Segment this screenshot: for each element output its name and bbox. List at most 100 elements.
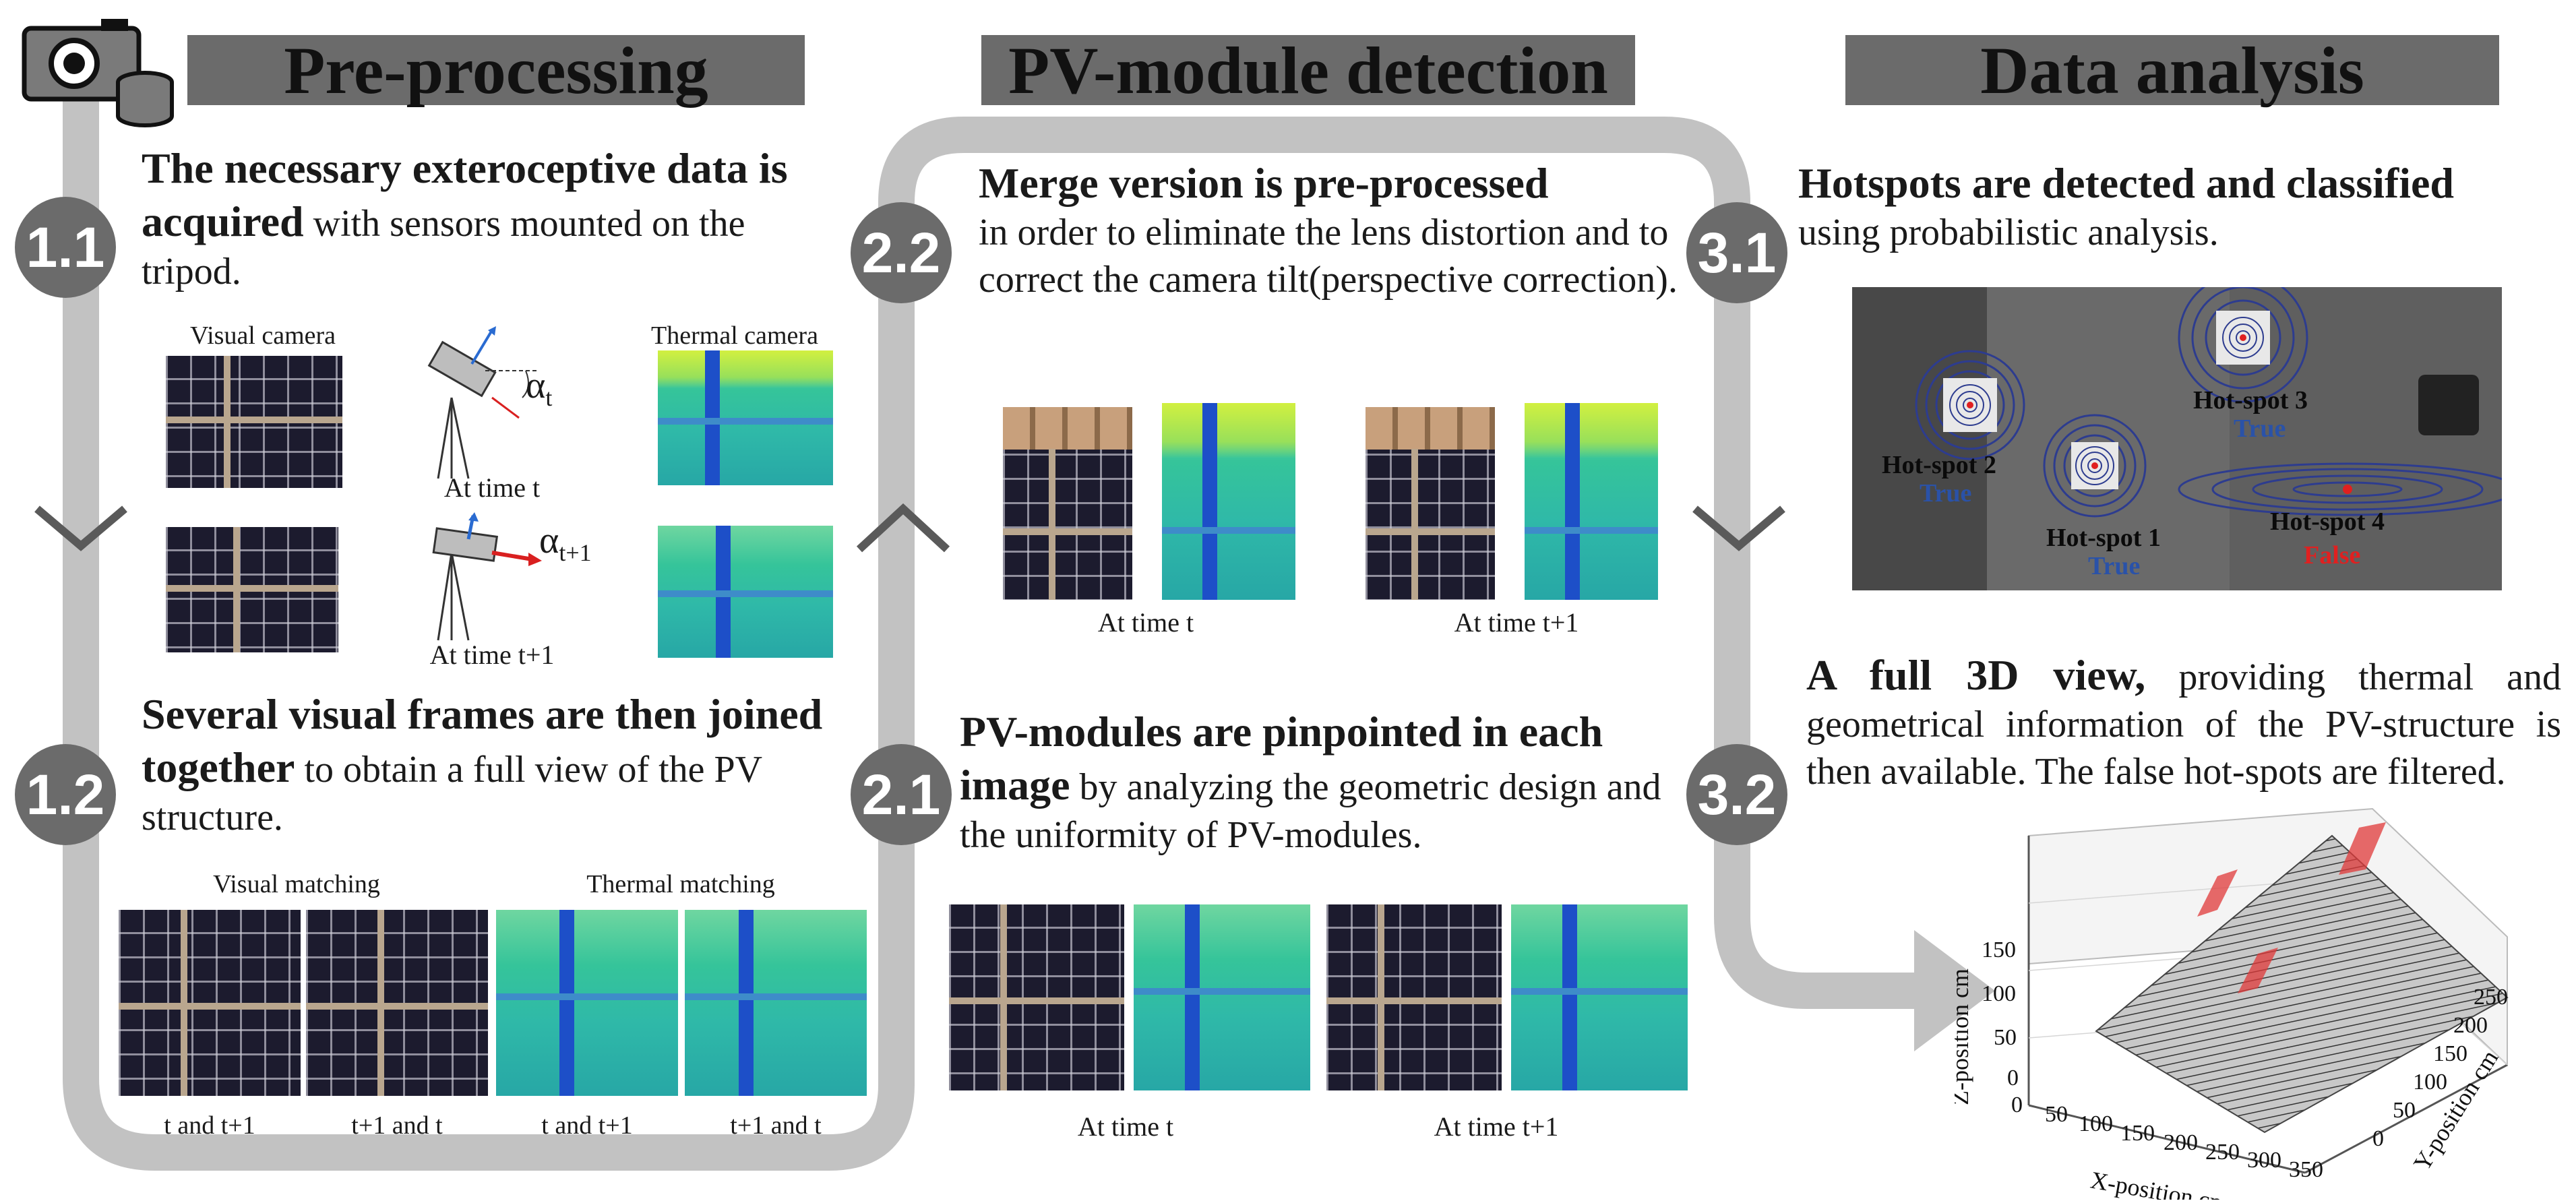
matching-caption-3: t and t+1 <box>541 1111 633 1140</box>
step-3-2-bold: A full 3D view, <box>1806 651 2146 699</box>
step-3-2-text: A full 3D view, providing thermal and ge… <box>1806 648 2561 795</box>
matching-caption-1: t and t+1 <box>164 1111 255 1140</box>
matching-caption-4: t+1 and t <box>730 1111 822 1140</box>
thermal-camera-caption: Thermal camera <box>651 321 818 350</box>
visual-matching-caption: Visual matching <box>213 870 380 898</box>
merge-thermal-image-t <box>1162 403 1295 600</box>
hotspot-region-1 <box>2197 869 2238 917</box>
thermal-image-t1 <box>658 526 833 658</box>
header-preprocessing: Pre-processing <box>187 33 805 108</box>
pinpoint-caption-t1: At time t+1 <box>1434 1111 1559 1142</box>
step-3-1-bold: Hotspots are detected and classified <box>1798 159 2454 207</box>
chevron-down-icon <box>1692 505 1785 551</box>
z-tick-50: 50 <box>1994 1025 2017 1050</box>
alpha-t1-label: αt+1 <box>539 519 592 567</box>
hotspot-3-label: Hot-spot 3 <box>2193 386 2308 414</box>
pinpoint-visual-image-t1 <box>1326 904 1502 1090</box>
alpha-t-symbol: α <box>526 365 546 406</box>
merge-caption-t: At time t <box>1097 607 1194 638</box>
x-tick-250: 250 <box>2205 1140 2240 1165</box>
tripod-diagram-t1 <box>432 512 542 641</box>
y-tick-0: 0 <box>2372 1126 2384 1151</box>
pv-3d-plot: 150 100 50 0 0 50 100 150 200 250 300 35… <box>1955 807 2509 1200</box>
z-tick-150: 150 <box>1982 937 2016 962</box>
step-2-1-bold: PV-modules are pinpointed in each image <box>960 708 1603 809</box>
step-2-2-text: Merge version is pre-processed in order … <box>979 156 1680 303</box>
visual-image-t <box>166 356 342 488</box>
x-tick-350: 350 <box>2289 1157 2323 1182</box>
camera-icon <box>22 19 174 127</box>
step-badge-3-2: 3.2 <box>1686 744 1787 845</box>
x-tick-50: 50 <box>2045 1102 2068 1127</box>
flow-arrow-head <box>1914 930 1995 1051</box>
alpha-t-label: αt <box>526 364 552 412</box>
step-1-1-text: The necessary exteroceptive data is acqu… <box>142 142 842 295</box>
step-2-2-rest: in order to eliminate the lens distortio… <box>979 212 1678 301</box>
header-pv-module-detection: PV-module detection <box>981 33 1635 108</box>
y-tick-150: 150 <box>2433 1041 2467 1066</box>
hotspot-1-status: True <box>2088 552 2141 580</box>
hotspot-detection-image: Hot-spot 2 True Hot-spot 3 True Hot-spot… <box>1852 287 2502 590</box>
chevron-up-icon <box>856 503 950 553</box>
visual-matching-image-1 <box>119 910 301 1096</box>
y-tick-50: 50 <box>2393 1098 2416 1123</box>
pv-surface <box>2095 834 2509 1134</box>
step-1-2-rest: to obtain a full view of the PV structur… <box>142 749 762 838</box>
merge-thermal-image-t1 <box>1525 403 1658 600</box>
thermal-matching-caption: Thermal matching <box>586 870 775 898</box>
step-2-1-text: PV-modules are pinpointed in each image … <box>960 705 1688 859</box>
hotspot-4-label: Hot-spot 4 <box>2270 507 2385 536</box>
z-tick-0: 0 <box>2007 1066 2019 1090</box>
merge-visual-image-t1 <box>1366 407 1495 600</box>
step-3-1-rest: using probabilistic analysis. <box>1798 212 2219 254</box>
thermal-matching-image-1 <box>496 910 678 1096</box>
hotspot-3-status: True <box>2234 414 2286 443</box>
x-tick-0: 0 <box>2011 1092 2023 1117</box>
z-axis-label: Z-position cm <box>1955 968 1973 1105</box>
tripod-time-t-caption: At time t <box>443 472 541 503</box>
y-tick-200: 200 <box>2453 1013 2488 1038</box>
x-tick-300: 300 <box>2247 1148 2281 1173</box>
step-1-2-bold: Several visual frames are then joined to… <box>142 690 823 792</box>
hotspot-contours <box>1915 287 2502 518</box>
y-tick-100: 100 <box>2413 1070 2447 1095</box>
step-2-1-rest: by analyzing the geometric design and th… <box>960 766 1661 856</box>
matching-caption-2: t+1 and t <box>351 1111 443 1140</box>
step-badge-2-2: 2.2 <box>851 202 952 303</box>
hotspot-4-status: False <box>2304 541 2361 569</box>
y-tick-250: 250 <box>2474 985 2508 1010</box>
hotspot-2-status: True <box>1920 479 1972 507</box>
hotspot-2-label: Hot-spot 2 <box>1882 451 1996 479</box>
pinpoint-caption-t: At time t <box>1077 1111 1174 1142</box>
step-3-2-rest: providing thermal and geometrical inform… <box>1806 656 2561 793</box>
pinpoint-thermal-image-t <box>1134 904 1310 1090</box>
alpha-t1-sub: t+1 <box>559 539 592 567</box>
visual-image-t1 <box>166 527 338 652</box>
tripod-time-t1-caption: At time t+1 <box>429 640 555 670</box>
pinpoint-visual-image-t <box>949 904 1124 1090</box>
x-tick-100: 100 <box>2079 1111 2113 1136</box>
x-axis-label: X-position cm <box>2089 1166 2231 1200</box>
visual-camera-caption: Visual camera <box>189 321 336 350</box>
x-tick-150: 150 <box>2120 1121 2155 1146</box>
hotspot-region-3 <box>2238 948 2278 993</box>
step-badge-2-1: 2.1 <box>851 744 952 845</box>
thermal-image-t <box>658 350 833 485</box>
chevron-down-icon <box>34 505 127 551</box>
step-1-2-text: Several visual frames are then joined to… <box>142 687 856 841</box>
thermal-matching-image-2 <box>685 910 867 1096</box>
step-2-2-bold: Merge version is pre-processed <box>979 159 1549 207</box>
z-tick-100: 100 <box>1982 981 2016 1006</box>
tripod-diagram-t <box>427 326 539 479</box>
hotspot-region-2 <box>2339 822 2386 875</box>
step-badge-1-1: 1.1 <box>15 197 116 298</box>
alpha-t-sub: t <box>545 384 553 412</box>
step-badge-1-2: 1.2 <box>15 744 116 845</box>
step-badge-3-1: 3.1 <box>1686 202 1787 303</box>
header-data-analysis: Data analysis <box>1845 33 2499 108</box>
step-3-1-text: Hotspots are detected and classified usi… <box>1798 156 2567 257</box>
hotspot-1-label: Hot-spot 1 <box>2046 524 2161 552</box>
visual-matching-image-2 <box>306 910 488 1096</box>
step-1-1-bold: The necessary exteroceptive data is acqu… <box>142 144 788 246</box>
